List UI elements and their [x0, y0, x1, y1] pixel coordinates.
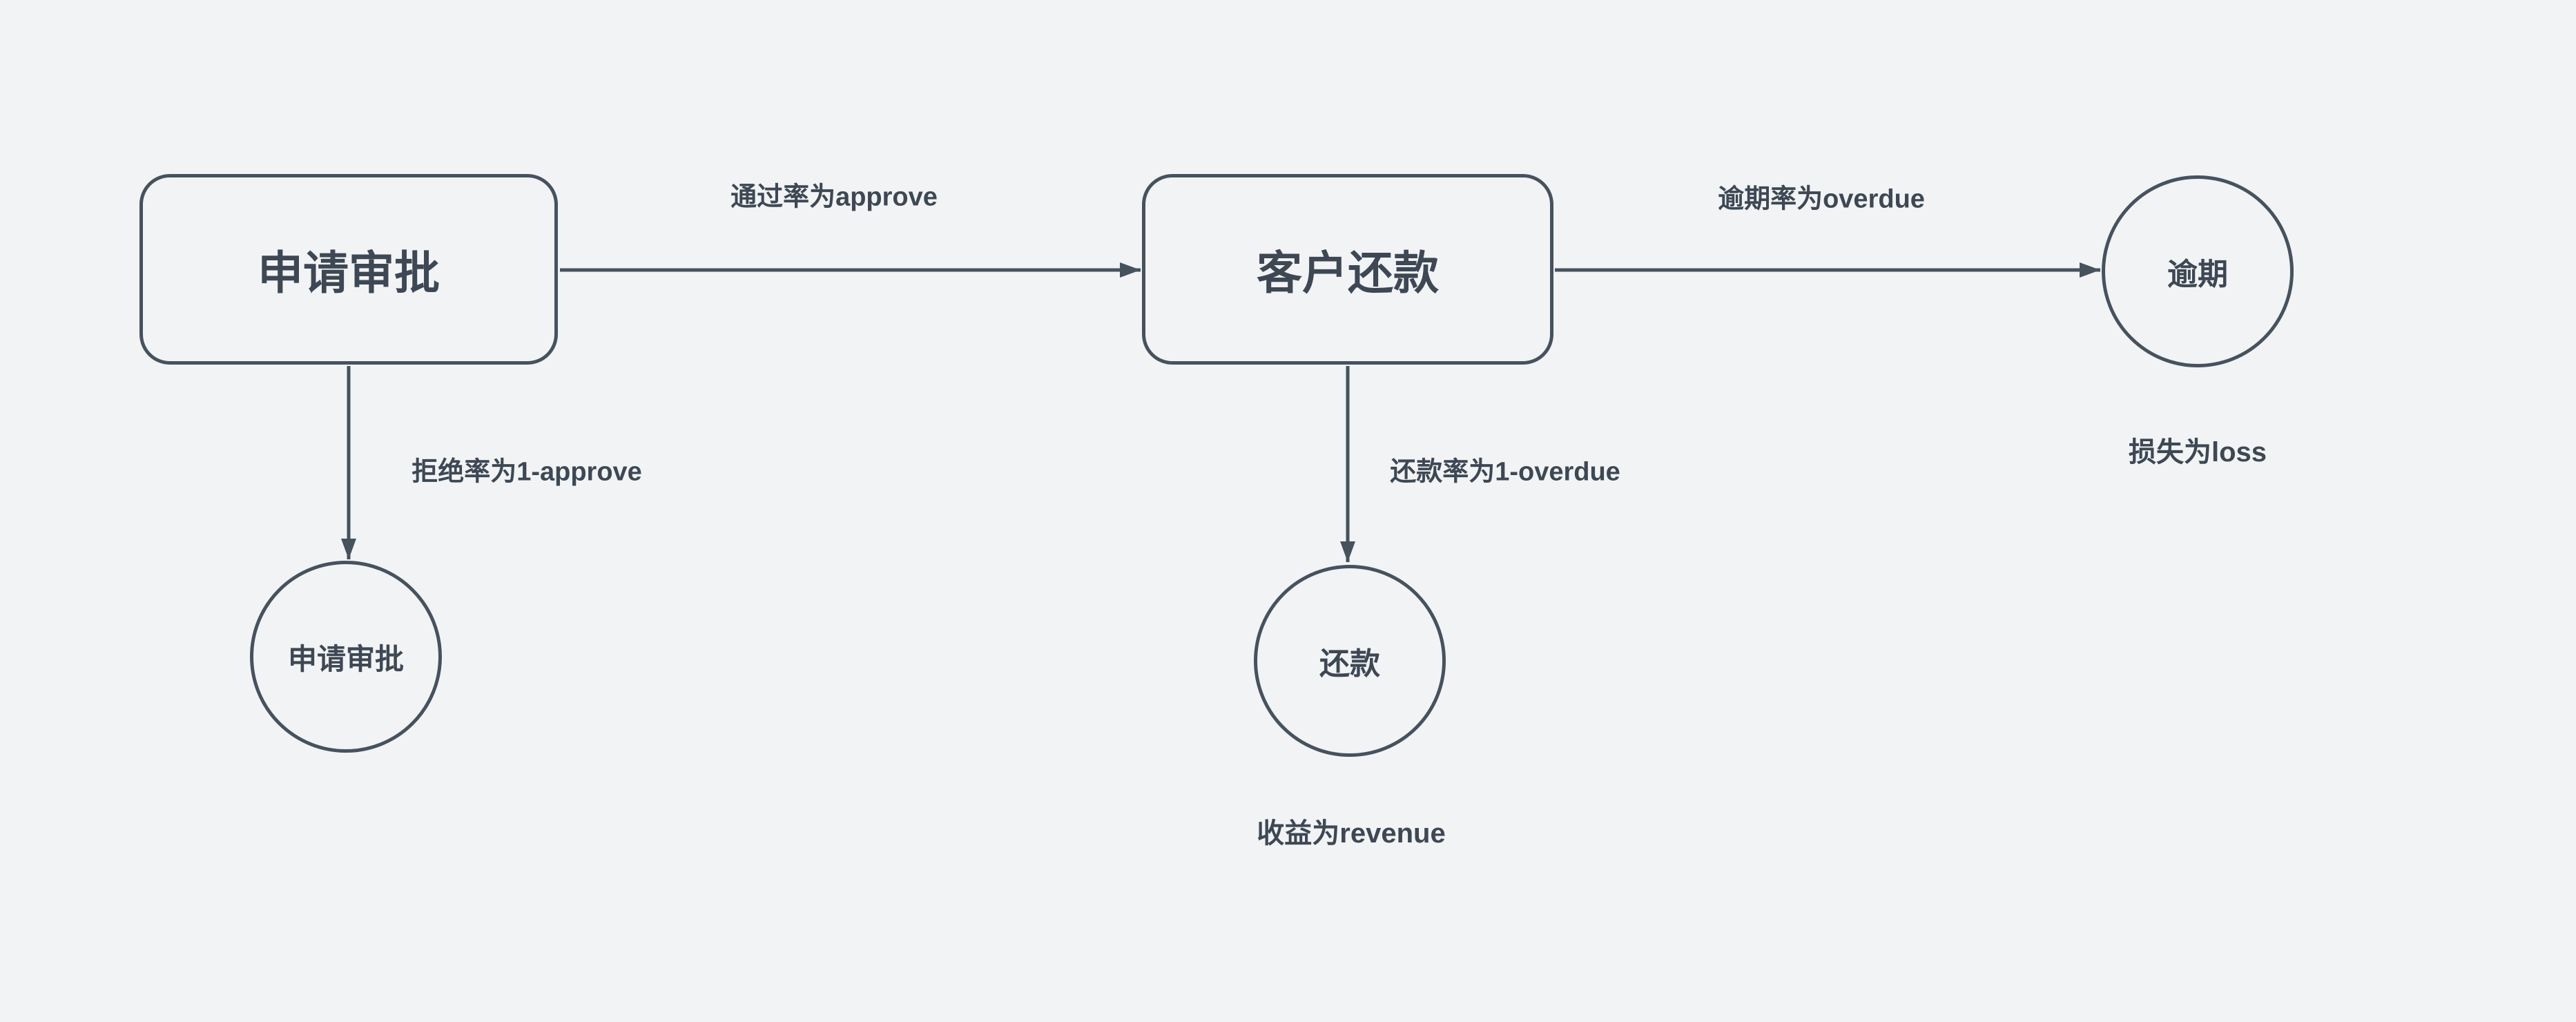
caption-loss: 损失为loss [2128, 437, 2267, 467]
node-label: 客户还款 [1257, 247, 1439, 298]
caption-revenue: 收益为revenue [1257, 818, 1446, 849]
node-label: 还款 [1319, 647, 1380, 681]
node-application-approval[interactable]: 申请审批 [139, 174, 558, 365]
edge-label-reject-rate: 拒绝率为1-approve [411, 457, 642, 487]
node-label: 逾期 [2167, 258, 2228, 291]
edge-label-overdue-rate: 逾期率为overdue [1718, 184, 1925, 214]
edge-label-repay-rate: 还款率为1-overdue [1390, 457, 1620, 487]
node-label: 申请审批 [258, 247, 440, 298]
node-label: 申请审批 [287, 642, 404, 675]
node-overdue-circle[interactable]: 逾期 [2102, 175, 2294, 367]
node-repay-circle[interactable]: 还款 [1254, 565, 1446, 757]
node-reject-circle[interactable]: 申请审批 [250, 561, 442, 753]
node-customer-repayment[interactable]: 客户还款 [1142, 174, 1553, 365]
edge-label-pass-rate: 通过率为approve [730, 182, 938, 212]
